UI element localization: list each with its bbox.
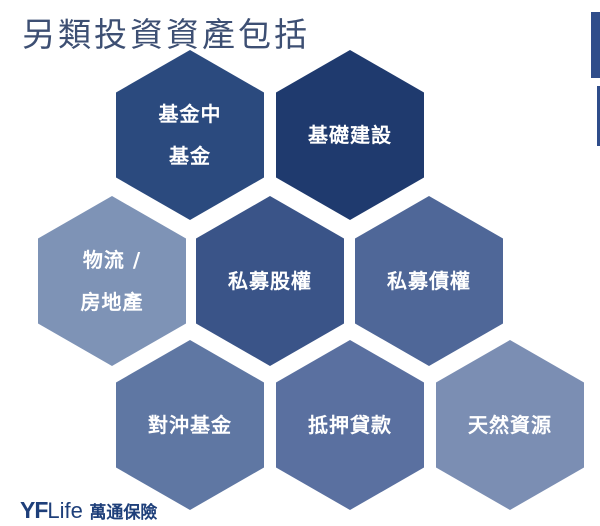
hex-private-debt: 私募債權	[355, 196, 503, 366]
hex-label: 抵押貸款	[308, 413, 392, 437]
hex-natural-resources: 天然資源	[436, 340, 584, 510]
page-title: 另類投資資產包括	[22, 15, 310, 54]
hex-label: 房地產	[80, 290, 144, 314]
hex-label: 天然資源	[468, 413, 552, 437]
hex-fund-of-funds: 基金中 基金	[116, 50, 264, 220]
hex-label: 物流 /	[82, 248, 142, 272]
hex-label: 對沖基金	[148, 413, 232, 437]
company-logo: YFLife 萬通保險	[20, 497, 157, 524]
hex-label: 基礎建設	[308, 123, 392, 147]
hex-label: 私募股權	[228, 269, 312, 293]
hex-hedge-funds: 對沖基金	[116, 340, 264, 510]
hex-private-equity: 私募股權	[196, 196, 344, 366]
logo-life: Life	[47, 498, 83, 523]
hex-mortgage-loans: 抵押貸款	[276, 340, 424, 510]
hex-infrastructure: 基礎建設	[276, 50, 424, 220]
hex-label: 私募債權	[387, 269, 471, 293]
edge-accent-bar	[597, 86, 600, 146]
logo-chinese: 萬通保險	[89, 503, 158, 523]
hex-label: 基金中	[158, 102, 222, 126]
hex-label: 基金	[169, 144, 211, 168]
logo-yf: YF	[20, 497, 48, 523]
edge-accent-bar	[591, 12, 600, 78]
hex-logistics-real-estate: 物流 / 房地產	[38, 196, 186, 366]
footer-text-cropped	[370, 520, 580, 526]
